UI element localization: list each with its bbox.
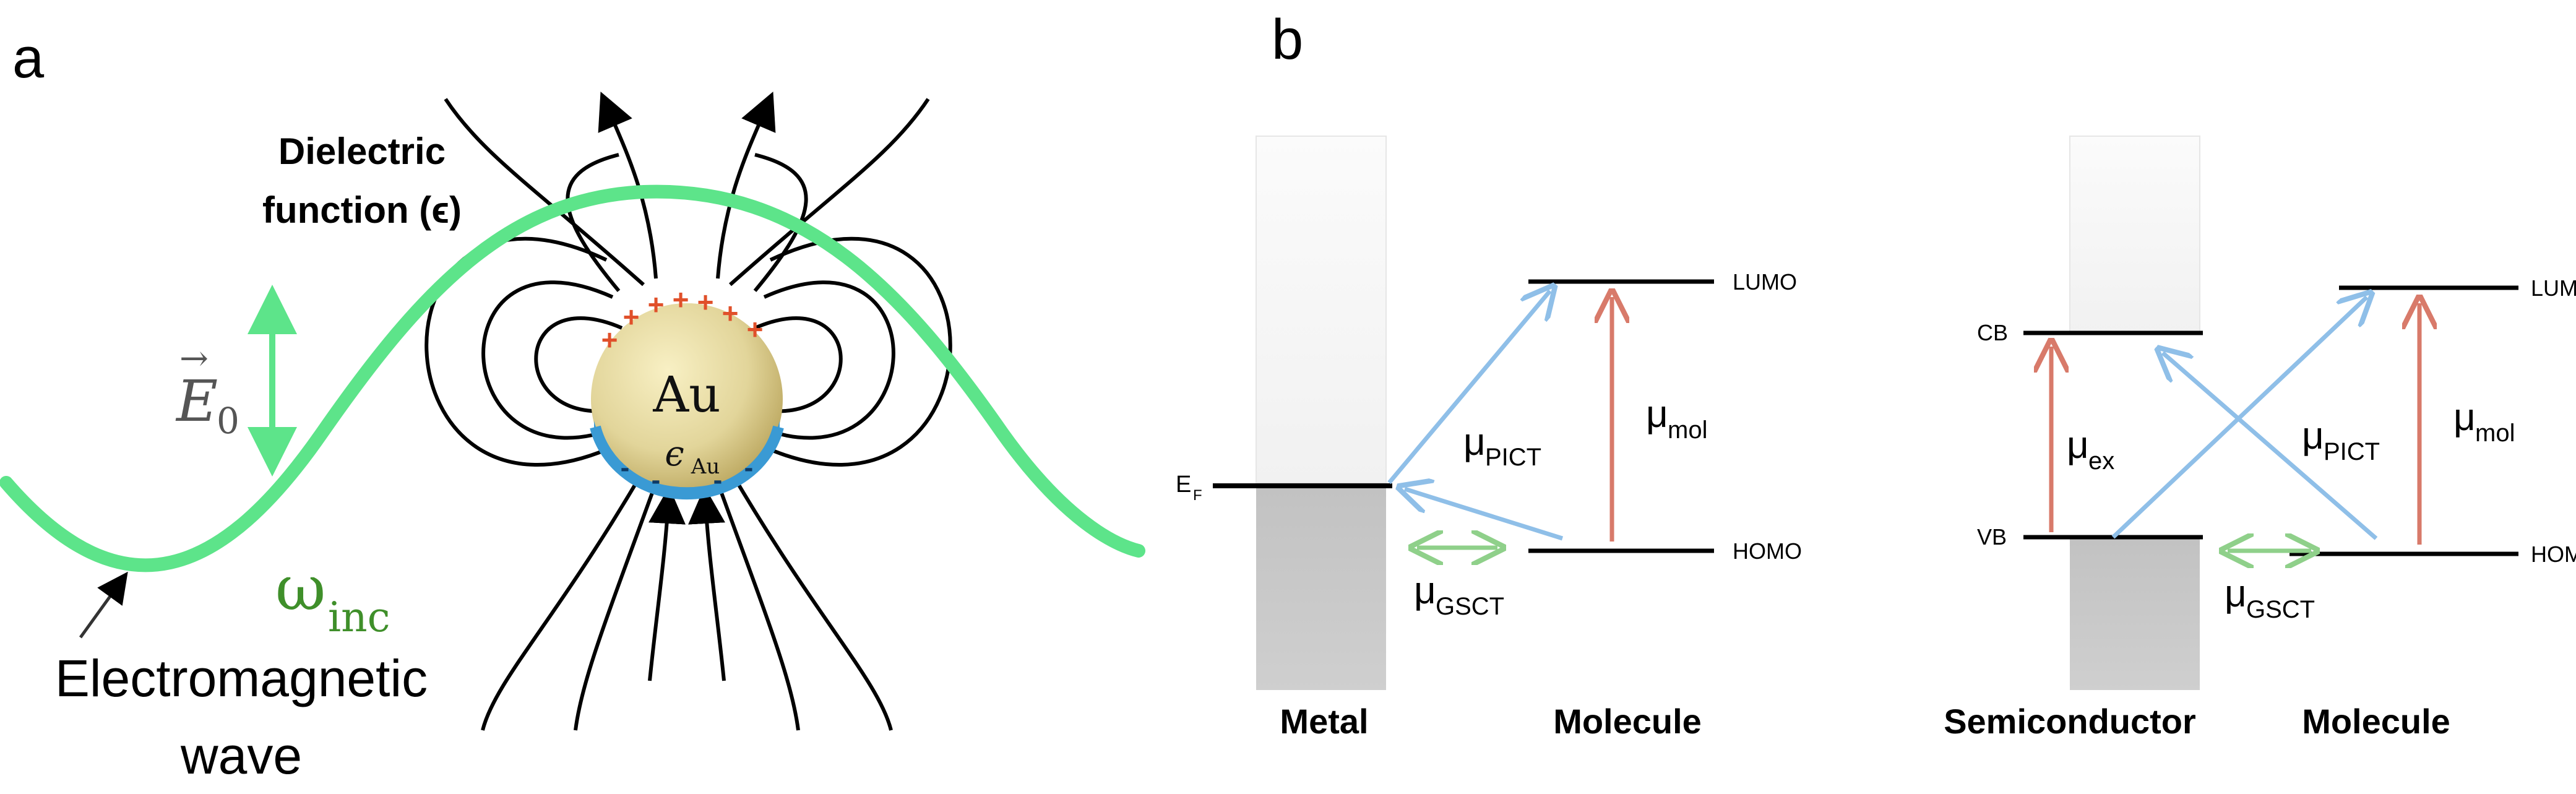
field-vector-arrow: → [179, 339, 209, 379]
gsct-sub: GSCT [1436, 593, 1504, 620]
fermi-label-sub: F [1193, 487, 1202, 504]
vb-label: VB [1977, 524, 2007, 550]
dielectric-label-line2: function (ϵ) [262, 189, 462, 231]
svg-text:+: + [623, 301, 640, 333]
mol-sub-right: mol [2475, 420, 2515, 447]
pict-arrow-up [1387, 291, 1550, 485]
molecule-label-right: Molecule [2302, 702, 2450, 741]
gsct-sub-right: GSCT [2246, 596, 2315, 623]
fermi-label: E [1176, 472, 1191, 498]
panel-b-label: b [1272, 8, 1303, 71]
homo-label: HOMO [1733, 538, 1802, 564]
metal-conduction-band [1256, 136, 1387, 483]
metal-filled-band [1256, 486, 1386, 690]
field-lines [424, 91, 952, 731]
semiconductor-label: Semiconductor [1944, 702, 2196, 741]
pict-sub: PICT [1485, 444, 1541, 471]
mol-mu-right: μ [2453, 396, 2476, 439]
dielectric-label-line1: Dielectric [278, 131, 446, 172]
pict-arrow-back-right [2163, 353, 2378, 540]
conduction-band [2069, 136, 2200, 335]
svg-text:-: - [744, 452, 754, 483]
wave-pointer-arrow [79, 571, 128, 639]
pict-mu: μ [1463, 421, 1486, 464]
pict-sub-right: PICT [2324, 438, 2380, 465]
svg-text:+: + [747, 313, 764, 345]
cb-label: CB [1977, 320, 2008, 345]
homo-label-right: HOMO [2531, 542, 2576, 567]
pict-arrow-back [1405, 489, 1564, 541]
minus-charges: - - - - [621, 452, 754, 495]
valence-band [2070, 538, 2200, 690]
au-sphere: Au ϵ Au [590, 303, 784, 500]
pict-arrow-up-right [2111, 297, 2367, 539]
gsct-mu: μ [1414, 569, 1436, 612]
mol-sub: mol [1668, 416, 1707, 444]
ex-mu: μ [2067, 424, 2089, 467]
lumo-label-right: LUMO [2531, 275, 2576, 301]
svg-text:+: + [673, 283, 689, 316]
svg-text:+: + [722, 297, 739, 329]
omega-subscript: inc [328, 593, 390, 641]
omega-symbol: ω [275, 552, 326, 624]
svg-text:+: + [601, 324, 618, 356]
lumo-label: LUMO [1733, 269, 1797, 295]
semiconductor-diagram: CB VB LUMO HOMO μ ex μ PICT μ mol μ GSCT… [1944, 136, 2576, 741]
panel-a-label: a [12, 27, 45, 90]
metal-label: Metal [1280, 702, 1368, 741]
em-wave [0, 184, 1145, 572]
mol-mu: μ [1646, 393, 1668, 436]
panel-a: a [0, 27, 1145, 785]
sphere-label: Au [652, 366, 720, 423]
svg-text:-: - [713, 465, 723, 495]
wave-label-line2: wave [180, 727, 302, 785]
ex-sub: ex [2088, 447, 2114, 475]
sphere-epsilon: ϵ [665, 434, 684, 474]
field-symbol: E [175, 368, 218, 434]
panel-b: b E F LUMO HOMO μ PICT μ mol μ GSCT Meta… [1176, 8, 2576, 741]
svg-text:+: + [697, 286, 714, 318]
gsct-mu-right: μ [2225, 572, 2247, 615]
svg-text:-: - [652, 465, 661, 495]
metal-diagram: E F LUMO HOMO μ PICT μ mol μ GSCT Metal … [1176, 136, 1802, 741]
molecule-label-left: Molecule [1553, 702, 1702, 741]
plus-charges: + + + + + + + [601, 283, 764, 356]
svg-text:-: - [621, 452, 630, 483]
pict-mu-right: μ [2302, 415, 2324, 457]
field-subscript: 0 [217, 400, 239, 442]
svg-text:+: + [648, 288, 665, 321]
sphere-epsilon-sub: Au [691, 454, 720, 479]
wave-label-line1: Electromagnetic [55, 649, 428, 707]
